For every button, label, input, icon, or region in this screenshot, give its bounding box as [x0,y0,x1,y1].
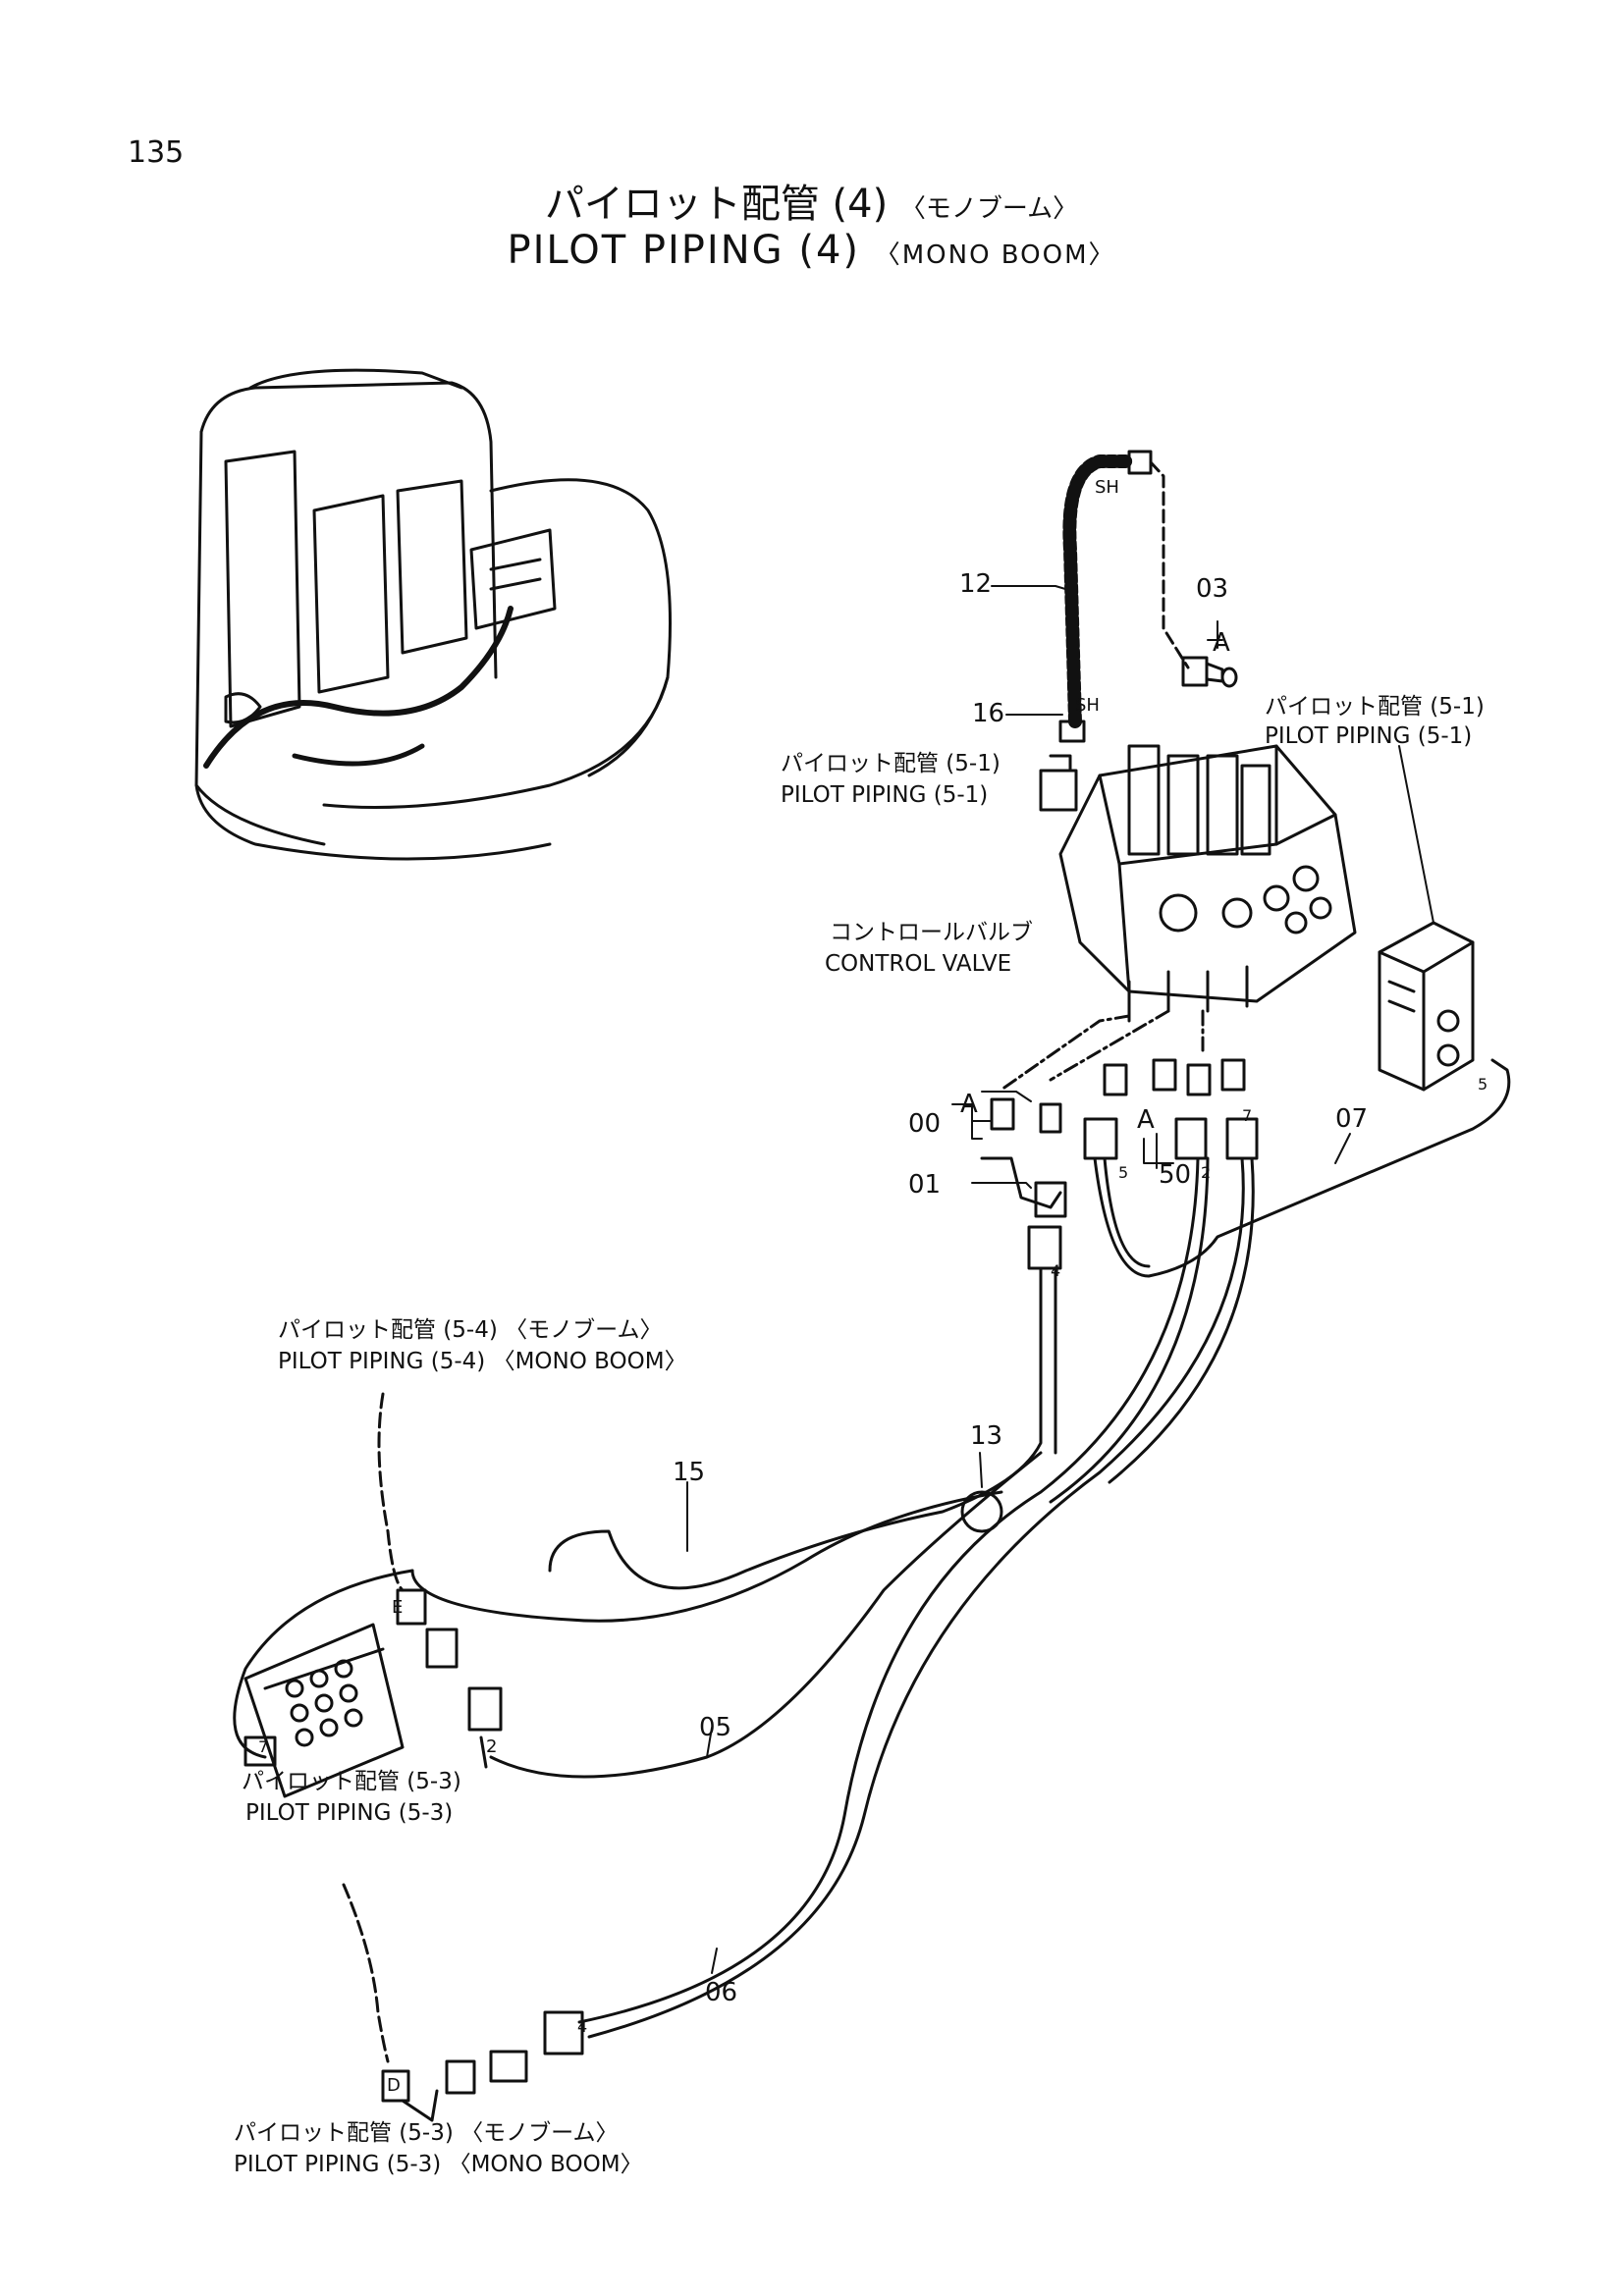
callout-01: 01 [908,1170,942,1200]
title-jp: パイロット配管 (4) 〈モノブーム〉 [0,172,1623,229]
connector-d [342,1883,584,2122]
label-pp53-jp: パイロット配管 (5-3) [242,1769,461,1794]
label-pp51-right-en: PILOT PIPING (5-1) [1265,723,1473,749]
label-pp53-mono-jp: パイロット配管 (5-3) 〈モノブーム〉 [234,2120,619,2146]
marker-sh-bottom: SH [1075,695,1100,716]
callout-15: 15 [673,1458,706,1487]
marker-e: E [392,1597,404,1618]
label-control-valve-en: CONTROL VALVE [825,951,1012,977]
marker-a-mid: A [1137,1105,1155,1135]
callout-00: 00 [908,1109,942,1139]
control-valve-block [1039,744,1357,1023]
label-pp51-left-en: PILOT PIPING (5-1) [781,782,989,808]
label-control-valve-jp: コントロールバルブ [830,920,1033,945]
title-en: PILOT PIPING (4) 〈MONO BOOM〉 [0,228,1623,273]
marker-sh-top: SH [1095,477,1119,498]
callout-50: 50 [1159,1160,1192,1190]
fitting-03 [1181,656,1238,688]
title-en-sub: 〈MONO BOOM〉 [874,240,1116,270]
page-number: 135 [128,135,185,170]
marker-hose-2: 2 [1201,1163,1212,1182]
clamp-13 [960,1490,1003,1533]
callout-03: 03 [1196,574,1229,604]
marker-hose-7: 7 [1242,1106,1253,1125]
excavator-cab-illustration [194,368,672,861]
connector-e [377,1392,503,1769]
callout-13: 13 [970,1421,1003,1451]
hoses [233,1058,1511,2039]
label-pp51-right-jp: パイロット配管 (5-1) [1265,694,1485,720]
marker-hose-5: 5 [1118,1163,1129,1182]
marker-hose-7-left: 7 [258,1737,269,1756]
callout-07: 07 [1335,1104,1369,1134]
label-pp53-mono-en: PILOT PIPING (5-3) 〈MONO BOOM〉 [234,2152,643,2177]
marker-d: D [387,2075,401,2096]
label-pp54-en: PILOT PIPING (5-4) 〈MONO BOOM〉 [278,1349,687,1374]
label-pp51-left-jp: パイロット配管 (5-1) [781,751,1001,776]
marker-hose-2-bottom: 2 [486,1736,498,1757]
pilot-block-5-1-right [1378,921,1475,1092]
callout-06: 06 [705,1978,738,2007]
callout-12: 12 [959,569,993,599]
marker-hose-4-bottom: 4 [577,2017,588,2036]
label-pp53-en: PILOT PIPING (5-3) [245,1800,454,1826]
fittings-row [980,1058,1259,1270]
title-jp-sub: 〈モノブーム〉 [899,194,1079,224]
label-pp54-jp: パイロット配管 (5-4) 〈モノブーム〉 [278,1317,663,1343]
marker-hose-5-right: 5 [1478,1075,1488,1094]
callout-05: 05 [699,1713,732,1742]
title-jp-main: パイロット配管 (4) [544,182,889,227]
bracket-5-3 [243,1623,405,1798]
callout-16: 16 [972,699,1005,728]
marker-hose-4: 4 [1051,1261,1061,1280]
marker-a-top: A [1213,628,1230,658]
title-en-main: PILOT PIPING (4) [507,228,860,273]
marker-a-left: A [960,1090,978,1119]
leader-lines [686,585,1351,1974]
